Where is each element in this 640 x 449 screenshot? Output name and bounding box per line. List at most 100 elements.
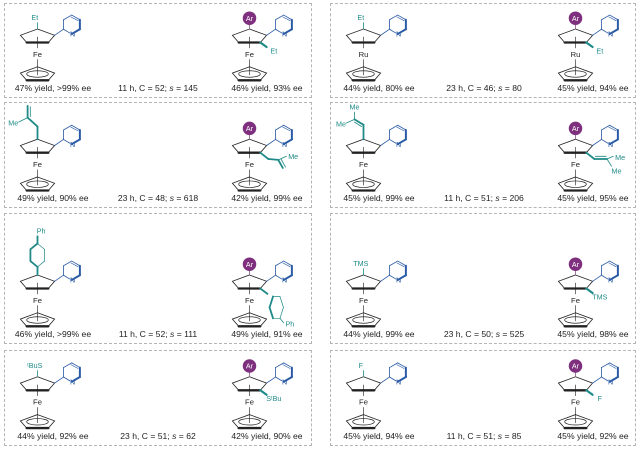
substituent-label: Et bbox=[357, 13, 364, 22]
bond bbox=[608, 376, 619, 383]
aromatic-circle bbox=[352, 70, 375, 78]
aryl-label: Ar bbox=[572, 124, 580, 133]
sm-result-text: 49% yield, 90% ee bbox=[17, 193, 89, 203]
nitrogen-label: N bbox=[396, 377, 401, 386]
bond bbox=[29, 242, 39, 251]
recovered-sm-result: 45% yield, 99% ee bbox=[343, 193, 414, 203]
nitrogen-label: N bbox=[608, 29, 613, 38]
substituent-label: TMS bbox=[592, 292, 607, 301]
bond bbox=[585, 41, 594, 48]
bond bbox=[389, 14, 399, 20]
equals-sign: = bbox=[502, 329, 508, 339]
nitrogen-label: N bbox=[282, 275, 287, 284]
reaction-conditions: 23 h, C = 46; s = 80 bbox=[446, 83, 522, 93]
bond bbox=[279, 317, 284, 324]
aryl-label: Ar bbox=[572, 260, 580, 269]
aryl-group-circle bbox=[568, 11, 583, 25]
recovered-sm-result: 44% yield, 92% ee bbox=[17, 431, 88, 441]
aromatic-circle bbox=[564, 70, 587, 78]
selectivity-value: 145 bbox=[183, 83, 198, 93]
substituent-label: ᵗBuS bbox=[27, 361, 42, 370]
selectivity-symbol: s bbox=[170, 329, 175, 339]
metal-label: Ru bbox=[571, 50, 581, 59]
equals-sign: = bbox=[176, 83, 182, 93]
metal-label: Fe bbox=[245, 160, 254, 169]
conditions-text: 11 h, C = 51; bbox=[444, 193, 493, 203]
bond bbox=[282, 16, 291, 21]
recovered-sm-result: 46% yield, >99% ee bbox=[15, 329, 91, 339]
bond bbox=[71, 124, 81, 130]
selectivity-value: 111 bbox=[184, 329, 198, 339]
bond bbox=[279, 295, 284, 308]
metal-label: Fe bbox=[245, 296, 254, 305]
bond bbox=[26, 116, 39, 128]
aryl-label: Ar bbox=[246, 124, 254, 133]
metal-label: Fe bbox=[33, 50, 42, 59]
bond bbox=[585, 287, 594, 294]
recovered-sm-result: 44% yield, 99% ee bbox=[343, 329, 414, 339]
bond bbox=[266, 28, 276, 36]
recovered-sm-result: 49% yield, 90% ee bbox=[17, 193, 88, 203]
bond bbox=[389, 124, 399, 130]
selectivity-value: 206 bbox=[509, 193, 524, 203]
substituent-label: SᵗBu bbox=[266, 394, 281, 403]
aromatic-circle bbox=[352, 180, 375, 188]
pyridine-ring: N bbox=[601, 362, 619, 386]
reaction-conditions: 11 h, C = 51; s = 85 bbox=[447, 431, 522, 441]
recovered-sm-result: 44% yield, 80% ee bbox=[343, 83, 414, 93]
bond bbox=[282, 364, 291, 369]
bond bbox=[71, 362, 81, 368]
bond bbox=[267, 157, 280, 161]
sm-result-text: 46% yield, >99% ee bbox=[14, 329, 92, 339]
recovered-sm-result: 47% yield, >99% ee bbox=[15, 83, 91, 93]
nitrogen-label: N bbox=[396, 139, 401, 148]
conditions-text: 23 h, C = 51; bbox=[120, 431, 170, 441]
metal-label: Ru bbox=[359, 50, 369, 59]
product-result: 45% yield, 98% ee bbox=[557, 329, 628, 339]
metal-label: Fe bbox=[245, 398, 254, 407]
bond bbox=[592, 138, 602, 146]
bond bbox=[275, 362, 285, 368]
nitrogen-label: N bbox=[70, 275, 75, 284]
bond bbox=[601, 14, 611, 20]
substituent-label: F bbox=[359, 361, 364, 370]
bond bbox=[608, 138, 619, 145]
reaction-conditions: 23 h, C = 51; s = 62 bbox=[120, 431, 196, 441]
substituent-label: Et bbox=[31, 13, 38, 22]
conditions-text: 11 h, C = 52; bbox=[118, 329, 168, 339]
conditions-text: 23 h, C = 48; bbox=[117, 193, 168, 203]
nitrogen-label: N bbox=[282, 29, 287, 38]
reaction-conditions: 11 h, C = 51; s = 206 bbox=[444, 193, 524, 203]
bond bbox=[280, 158, 286, 168]
phenyl-label: Ph bbox=[285, 319, 294, 328]
bond bbox=[37, 242, 45, 250]
selectivity-value: 618 bbox=[183, 193, 199, 203]
bond bbox=[54, 376, 64, 384]
product-result-text: 45% yield, 98% ee bbox=[557, 329, 629, 339]
aromatic-circle bbox=[352, 418, 375, 426]
aromatic-circle bbox=[238, 180, 261, 188]
equals-sign: = bbox=[176, 329, 182, 339]
aryl-label: Ar bbox=[572, 362, 580, 371]
bond bbox=[70, 262, 79, 267]
nitrogen-label: N bbox=[282, 139, 287, 148]
aryl-group-circle bbox=[568, 257, 583, 271]
bond bbox=[277, 158, 284, 169]
bond bbox=[268, 295, 274, 309]
bond bbox=[354, 121, 363, 127]
pyridine-ring: N bbox=[275, 362, 293, 386]
equals-sign: = bbox=[176, 193, 182, 203]
bond bbox=[70, 376, 81, 383]
bond bbox=[54, 274, 64, 282]
pyridine-ring: N bbox=[63, 124, 81, 148]
nitrogen-label: N bbox=[396, 275, 401, 284]
bond bbox=[396, 28, 407, 35]
bond bbox=[18, 116, 29, 123]
